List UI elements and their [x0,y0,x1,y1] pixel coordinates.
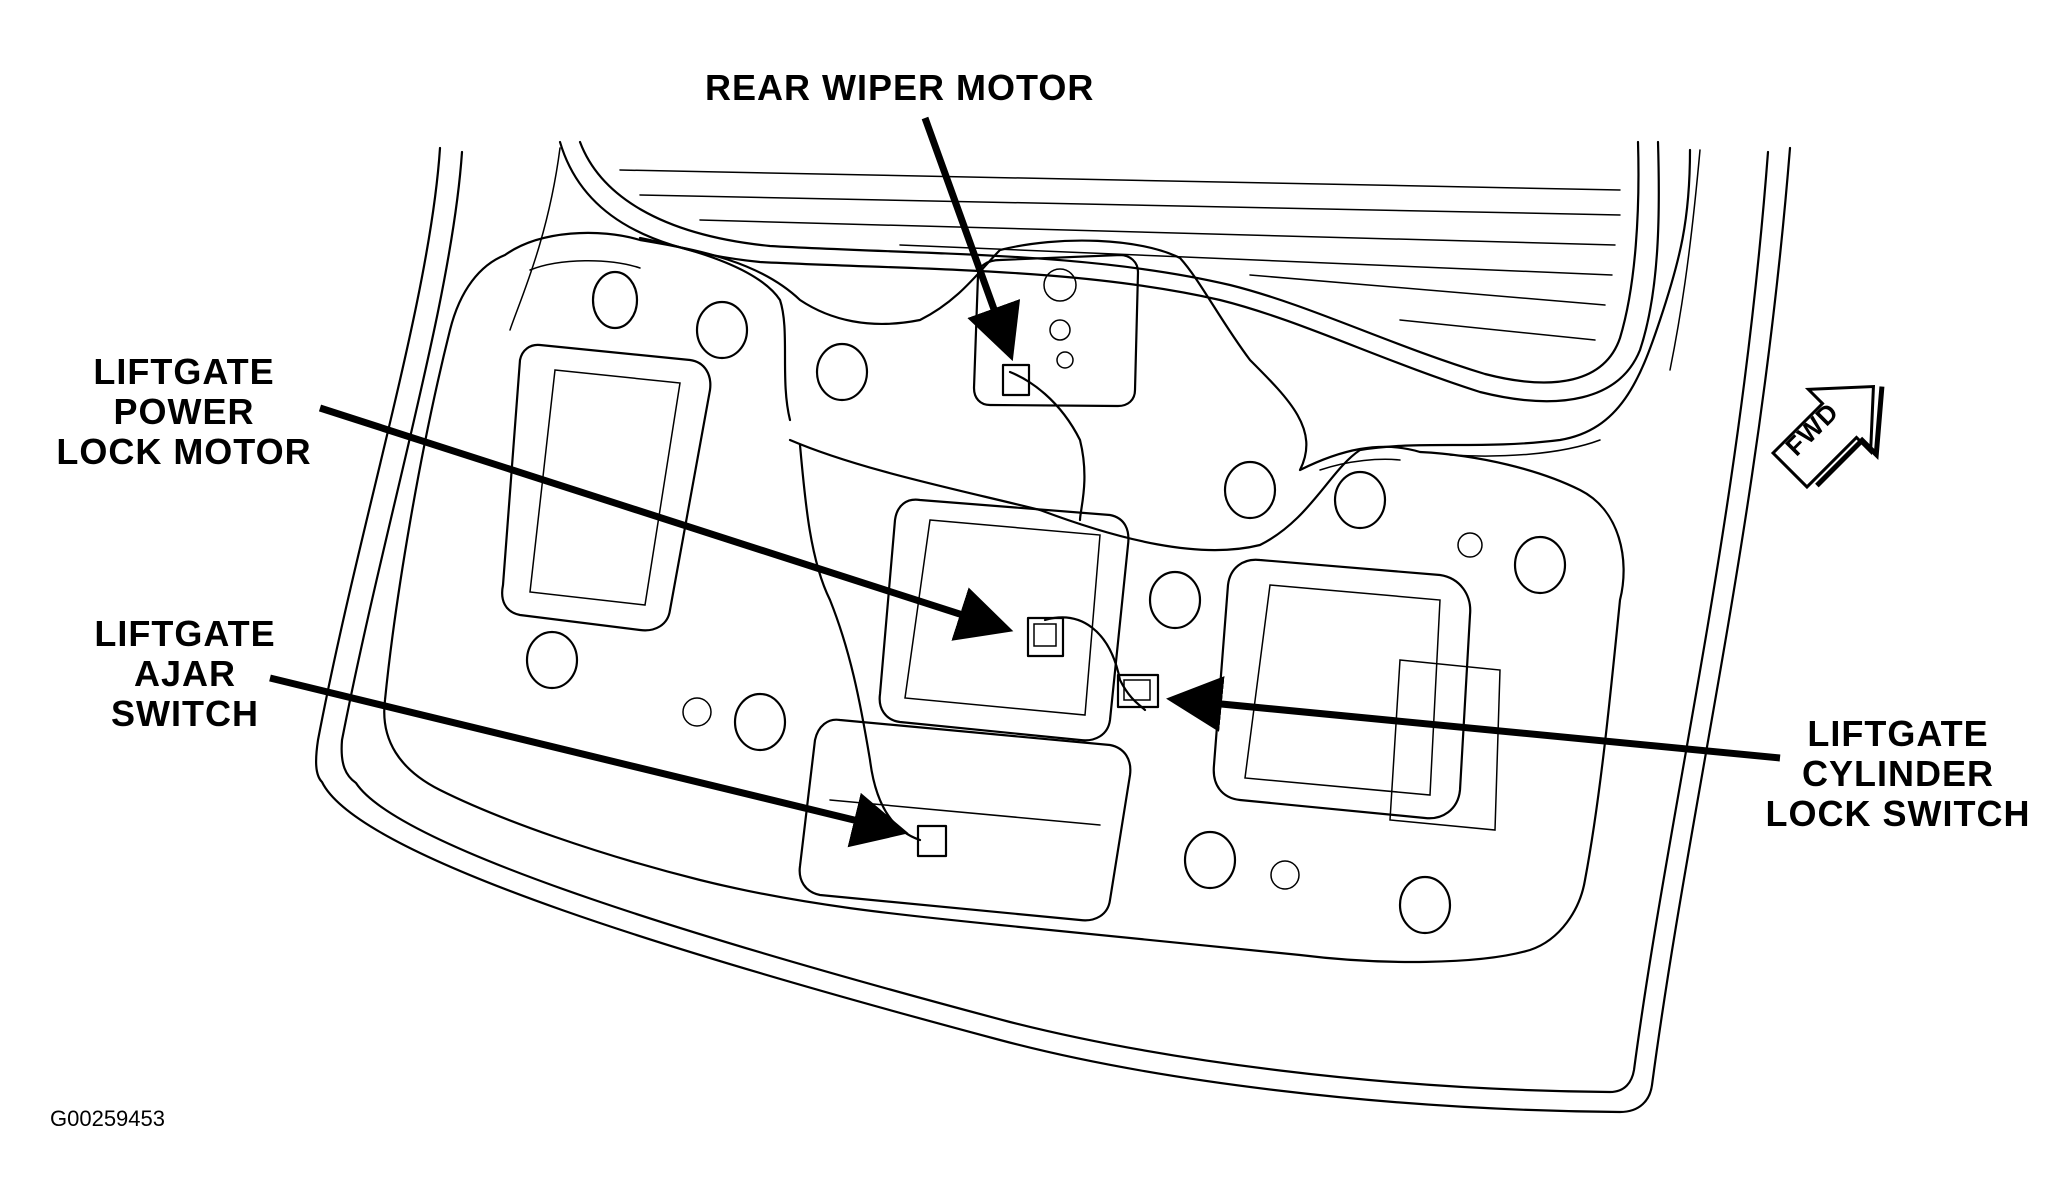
label-line: LIFTGATE [1807,713,1989,754]
label-line: LOCK MOTOR [56,431,312,472]
power-lock-motor-arrow [318,404,1014,641]
label-line: POWER [113,391,255,432]
cylinder-lock-switch-arrow [1166,676,1781,762]
rear-glass [558,140,1660,403]
label-line: AJAR [133,653,236,694]
figure-id: G00259453 [50,1106,165,1131]
label-liftgate-power-lock-motor: LIFTGATE POWER LOCK MOTOR [34,352,334,472]
label-line: LIFTGATE [93,351,275,392]
left-pocket [501,343,712,632]
cylinder-lock-switch-connector [1116,673,1160,709]
power-lock-motor-connector [1026,616,1065,658]
wiper-motor-connector [1001,363,1031,397]
label-line: LIFTGATE [94,613,276,654]
label-line: REAR WIPER MOTOR [705,67,1095,108]
liftgate-outline [315,146,1792,1114]
label-line: LOCK SWITCH [1765,793,2031,834]
label-liftgate-ajar-switch: LIFTGATE AJAR SWITCH [70,614,300,734]
label-liftgate-cylinder-lock-switch: LIFTGATE CYLINDER LOCK SWITCH [1748,714,2048,834]
right-pocket [1212,558,1501,831]
rear-wiper-motor-arrow [921,116,1021,362]
fwd-arrow-icon [1770,384,1885,490]
access-holes [525,270,1567,935]
label-line: SWITCH [111,693,259,734]
label-line: CYLINDER [1801,753,1994,794]
ajar-switch-arrow [269,674,909,848]
inner-panel [383,231,1625,964]
label-rear-wiper-motor: REAR WIPER MOTOR [705,70,1094,106]
ajar-switch-connector [916,824,948,858]
center-lock-plate [878,498,1130,742]
